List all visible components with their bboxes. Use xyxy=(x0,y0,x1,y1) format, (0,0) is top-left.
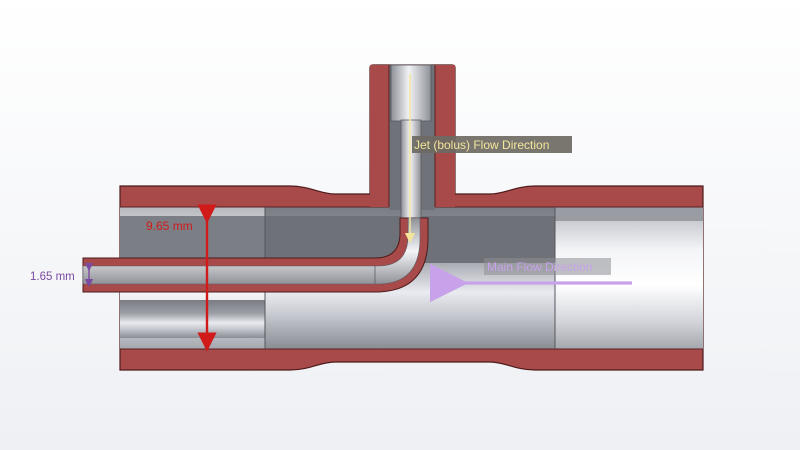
dimension-jet-diameter: 1.65 mm xyxy=(30,262,94,288)
right-bushing xyxy=(555,207,703,349)
dimension-jet-diameter-label: 1.65 mm xyxy=(30,271,75,283)
needle-tube xyxy=(82,217,429,293)
dimension-inner-diameter: 9.65 mm xyxy=(146,204,217,352)
right-bushing-shade xyxy=(555,207,703,221)
jet-flow-label: Jet (bolus) Flow Direction xyxy=(414,138,549,152)
branch-wall-left xyxy=(370,65,389,207)
needle-tube-lumen xyxy=(82,217,421,285)
main-flow-label-bg xyxy=(484,258,611,275)
left-bushing-dark xyxy=(120,216,265,258)
jet-flow-annotation: Jet (bolus) Flow Direction xyxy=(404,74,572,244)
jet-flow-label-bg xyxy=(412,136,572,153)
dimension-inner-diameter-label: 9.65 mm xyxy=(146,219,193,233)
branch-top-fitting xyxy=(390,64,432,122)
main-flow-label: Main Flow Direction xyxy=(487,260,592,274)
main-flow-annotation: Main Flow Direction xyxy=(429,258,632,303)
left-bushing-lower-band xyxy=(120,300,265,338)
